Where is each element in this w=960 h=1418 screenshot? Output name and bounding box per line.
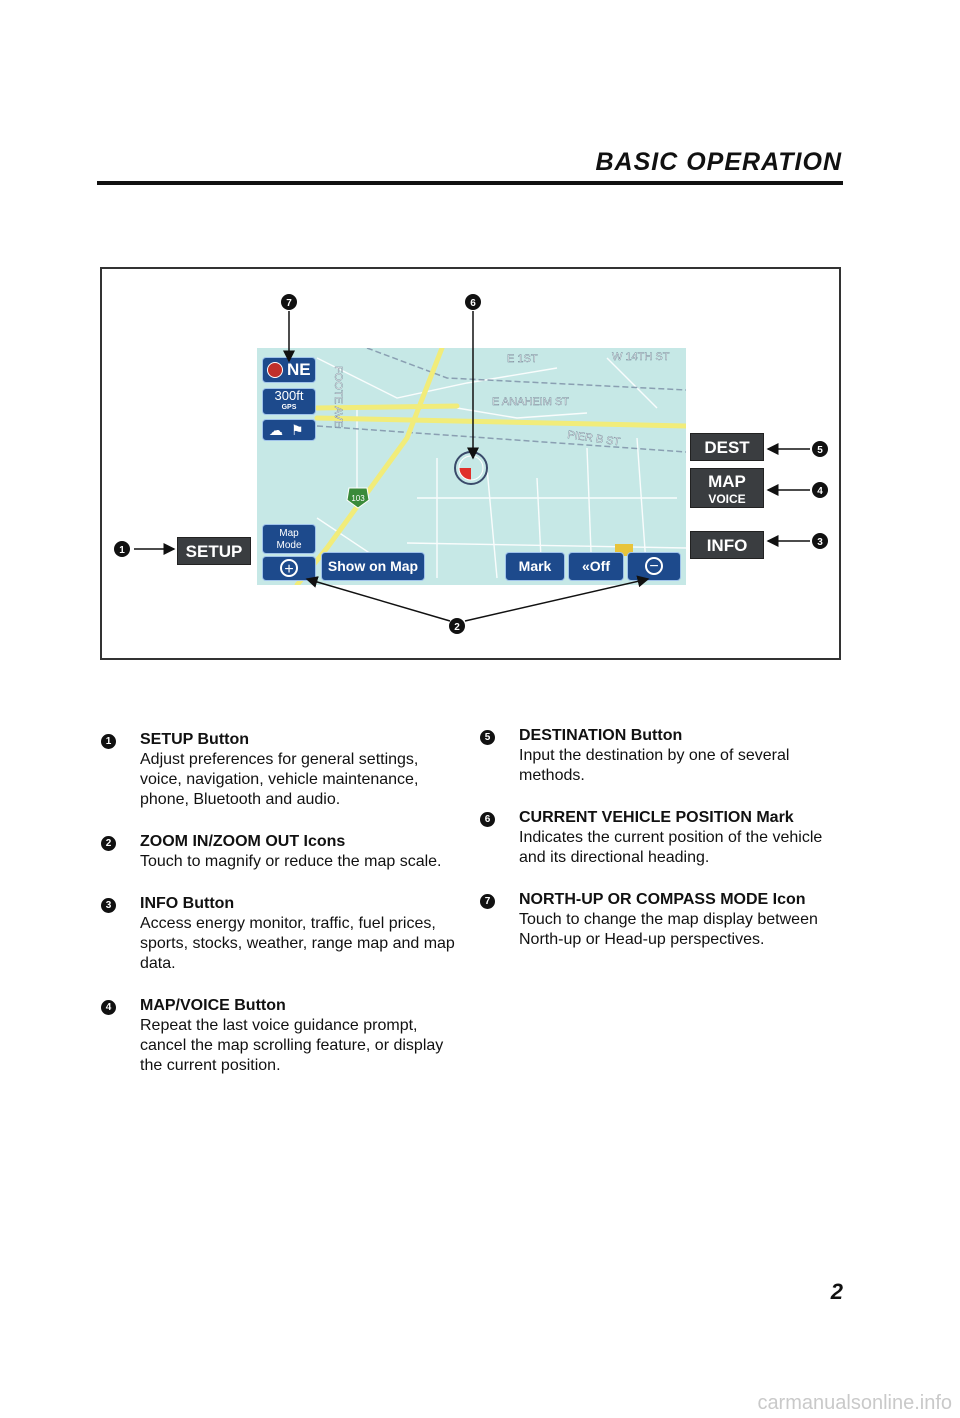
map-mode-button[interactable]: Map Mode [262,524,316,554]
compass-mode-button[interactable]: NE [262,357,316,383]
compass-heading: NE [287,360,311,379]
description-setup: 1 SETUP Button Adjust preferences for ge… [101,730,461,810]
compass-icon [267,362,283,378]
route-shield-icon: 103 [346,487,370,509]
number-badge: 3 [101,898,116,913]
zoom-in-button[interactable]: + [262,556,316,581]
description-text: Indicates the current position of the ve… [519,829,823,866]
description-title: MAP/VOICE Button [140,997,286,1014]
description-text: Input the destination by one of several … [519,747,790,784]
number-badge: 4 [101,1000,116,1015]
description-title: SETUP Button [140,731,250,748]
description-zoom: 2 ZOOM IN/ZOOM OUT Icons Touch to magnif… [101,832,461,872]
map-mode-label-2: Mode [276,540,302,551]
description-compass-mode: 7 NORTH-UP OR COMPASS MODE Icon Touch to… [480,890,840,950]
descriptions-left: 1 SETUP Button Adjust preferences for ge… [101,730,461,1098]
number-badge: 6 [480,812,495,827]
street-label-e1st: E 1ST [507,353,538,365]
description-text: Touch to magnify or reduce the map scale… [140,853,442,870]
description-title: ZOOM IN/ZOOM OUT Icons [140,833,346,850]
street-label-w14th: W 14TH ST [612,351,670,363]
traffic-icon: ⚑ [291,422,304,438]
number-badge: 7 [480,894,495,909]
section-title: BASIC OPERATION [595,148,842,176]
map-voice-button[interactable]: MAP VOICE [690,468,764,508]
show-on-map-button[interactable]: Show on Map [321,552,425,581]
description-title: NORTH-UP OR COMPASS MODE Icon [519,891,806,908]
description-text: Touch to change the map display between … [519,911,818,948]
description-text: Access energy monitor, traffic, fuel pri… [140,915,455,972]
description-map-voice: 4 MAP/VOICE Button Repeat the last voice… [101,996,461,1076]
street-label-foote: FOOTE AVE [332,366,344,428]
number-badge: 5 [480,730,495,745]
watermark: carmanualsonline.info [757,1392,952,1414]
dest-button[interactable]: DEST [690,433,764,461]
weather-icon: ☁ [269,422,283,438]
map-canvas: E 1ST W 14TH ST E ANAHEIM ST PIER B ST F… [257,348,686,585]
description-title: INFO Button [140,895,235,912]
map-screen[interactable]: E 1ST W 14TH ST E ANAHEIM ST PIER B ST F… [257,348,686,585]
map-scale-indicator: 300ft GPS [262,388,316,415]
zoom-out-icon: − [645,557,663,575]
description-text: Adjust preferences for general settings,… [140,751,419,808]
route-off-label: Off [589,558,610,574]
mark-button[interactable]: Mark [505,552,565,581]
title-rule [97,181,843,185]
street-label-anaheim: E ANAHEIM ST [492,396,569,408]
number-badge: 2 [101,836,116,851]
descriptions-right: 5 DESTINATION Button Input the destinati… [480,726,840,972]
description-destination: 5 DESTINATION Button Input the destinati… [480,726,840,786]
map-label: MAP [708,472,746,491]
map-scale-value: 300ft [274,388,304,403]
description-title: CURRENT VEHICLE POSITION Mark [519,809,794,826]
number-badge: 1 [101,734,116,749]
description-text: Repeat the last voice guidance prompt, c… [140,1017,444,1074]
page-number: 2 [830,1279,843,1304]
info-button[interactable]: INFO [690,531,764,559]
description-vehicle-position: 6 CURRENT VEHICLE POSITION Mark Indicate… [480,808,840,868]
description-info: 3 INFO Button Access energy monitor, tra… [101,894,461,974]
map-mode-label-1: Map [279,528,299,539]
gps-label: GPS [281,404,297,411]
voice-label: VOICE [708,492,746,506]
description-title: DESTINATION Button [519,727,683,744]
rewind-icon: « [581,558,590,574]
setup-button[interactable]: SETUP [177,537,251,565]
route-off-button[interactable]: «Off [568,552,624,581]
map-view-toggle-button[interactable]: ☁ ⚑ [262,419,316,441]
route-shield-label: 103 [351,494,365,503]
zoom-in-icon: + [280,559,298,578]
zoom-out-button[interactable]: − [627,552,681,581]
